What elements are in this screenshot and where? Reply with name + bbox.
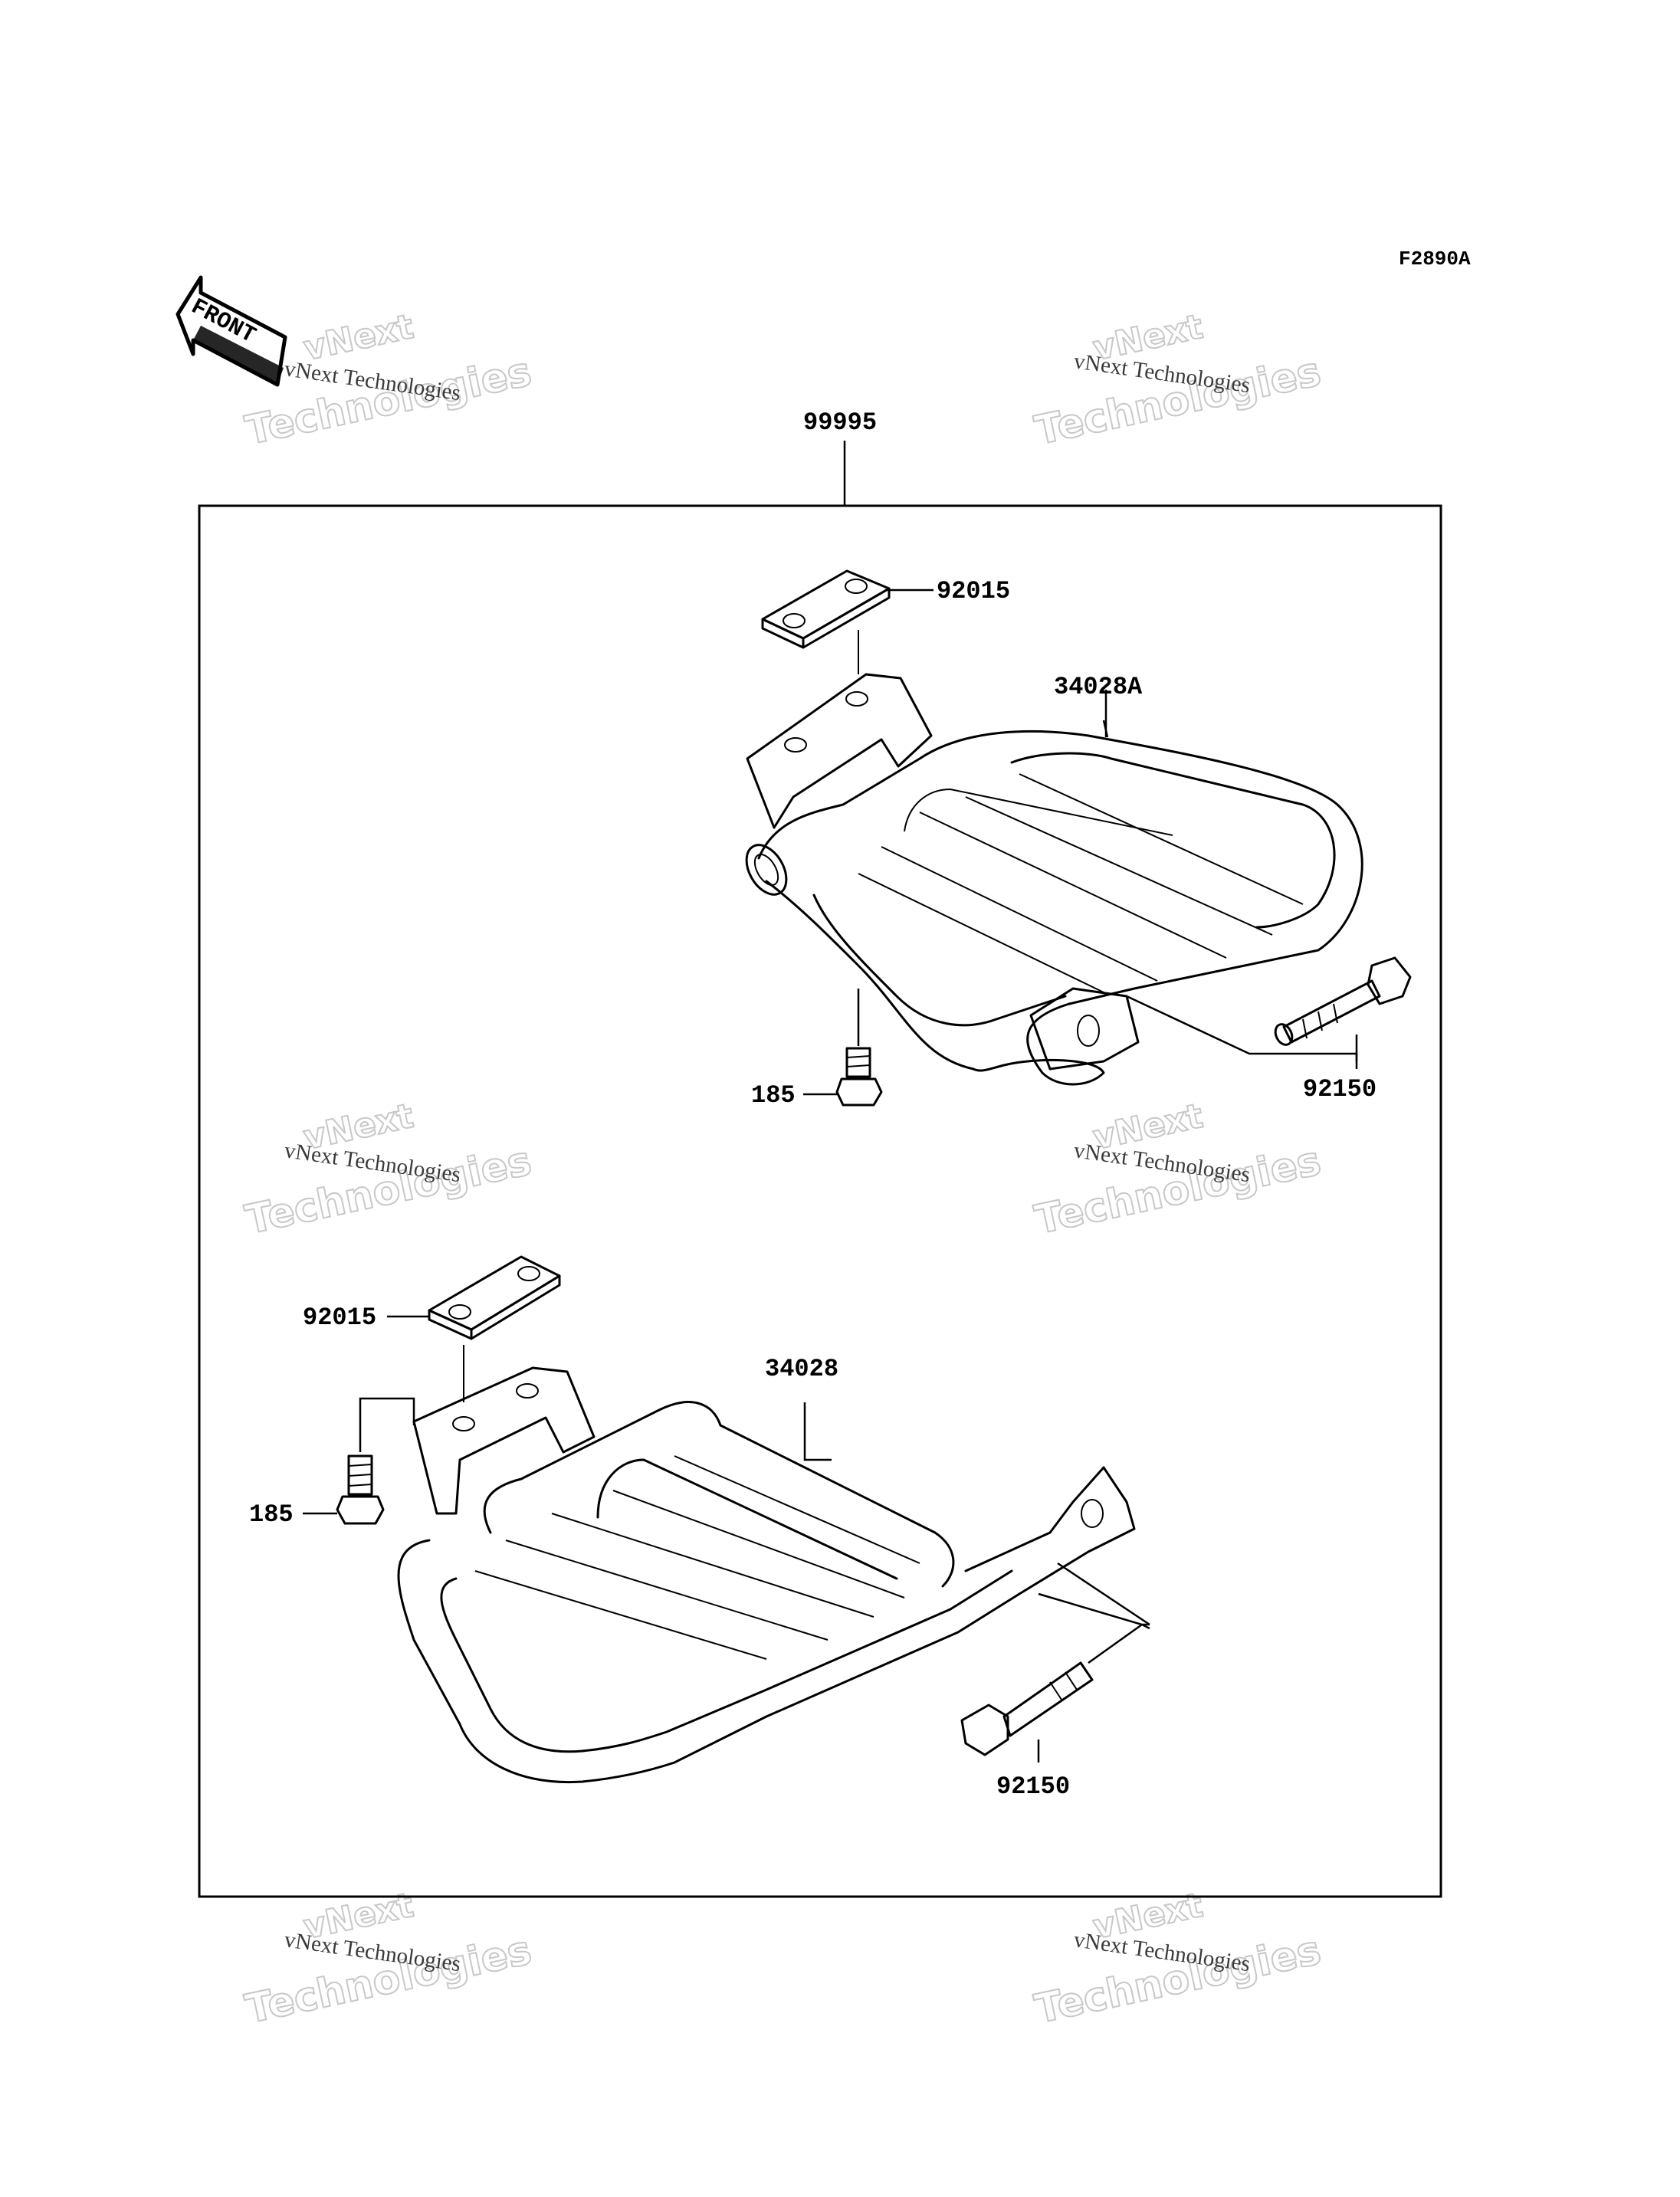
watermark-middle-right: vNext Technologies vNext Technologies: [1030, 1096, 1325, 1244]
callout-upper-bolt-short: 185: [751, 1081, 796, 1110]
watermark-top-right: vNext Technologies vNext Technologies: [1030, 307, 1325, 455]
svg-text:vNext: vNext: [300, 307, 417, 369]
front-arrow-icon: FRONT: [176, 275, 287, 387]
callout-lower-bolt-long: 92150: [996, 1772, 1070, 1801]
kit-frame: [198, 504, 1442, 1898]
watermark-bottom-right: vNext Technologies vNext Technologies: [1030, 1885, 1325, 2034]
foot-rack-upper: [745, 673, 1363, 1086]
callout-upper-bolt-long: 92150: [1303, 1075, 1376, 1103]
foot-rack-lower: [397, 1366, 1136, 1784]
callout-upper-bracket: 92015: [937, 577, 1010, 605]
bracket-plate-upper: [761, 569, 891, 649]
bolt-short-upper: [835, 1047, 883, 1107]
figure-code: F2890A: [1399, 248, 1471, 271]
bolt-long-upper: [1274, 956, 1412, 1046]
callout-upper-rack: 34028A: [1054, 673, 1143, 701]
bolt-short-lower: [336, 1454, 385, 1525]
watermark-bottom-left: vNext Technologies vNext Technologies: [241, 1885, 536, 2034]
callout-lower-rack: 34028: [765, 1355, 838, 1383]
bracket-plate-lower: [428, 1255, 561, 1340]
callout-lower-bracket: 92015: [303, 1303, 376, 1332]
callout-kit: 99995: [803, 408, 877, 437]
bolt-long-lower: [960, 1661, 1094, 1756]
callout-lower-bolt-short: 185: [249, 1500, 294, 1529]
watermark-top-left: vNext Technologies vNext Technologies: [241, 307, 536, 455]
watermark-middle-left: vNext Technologies vNext Technologies: [241, 1096, 536, 1244]
